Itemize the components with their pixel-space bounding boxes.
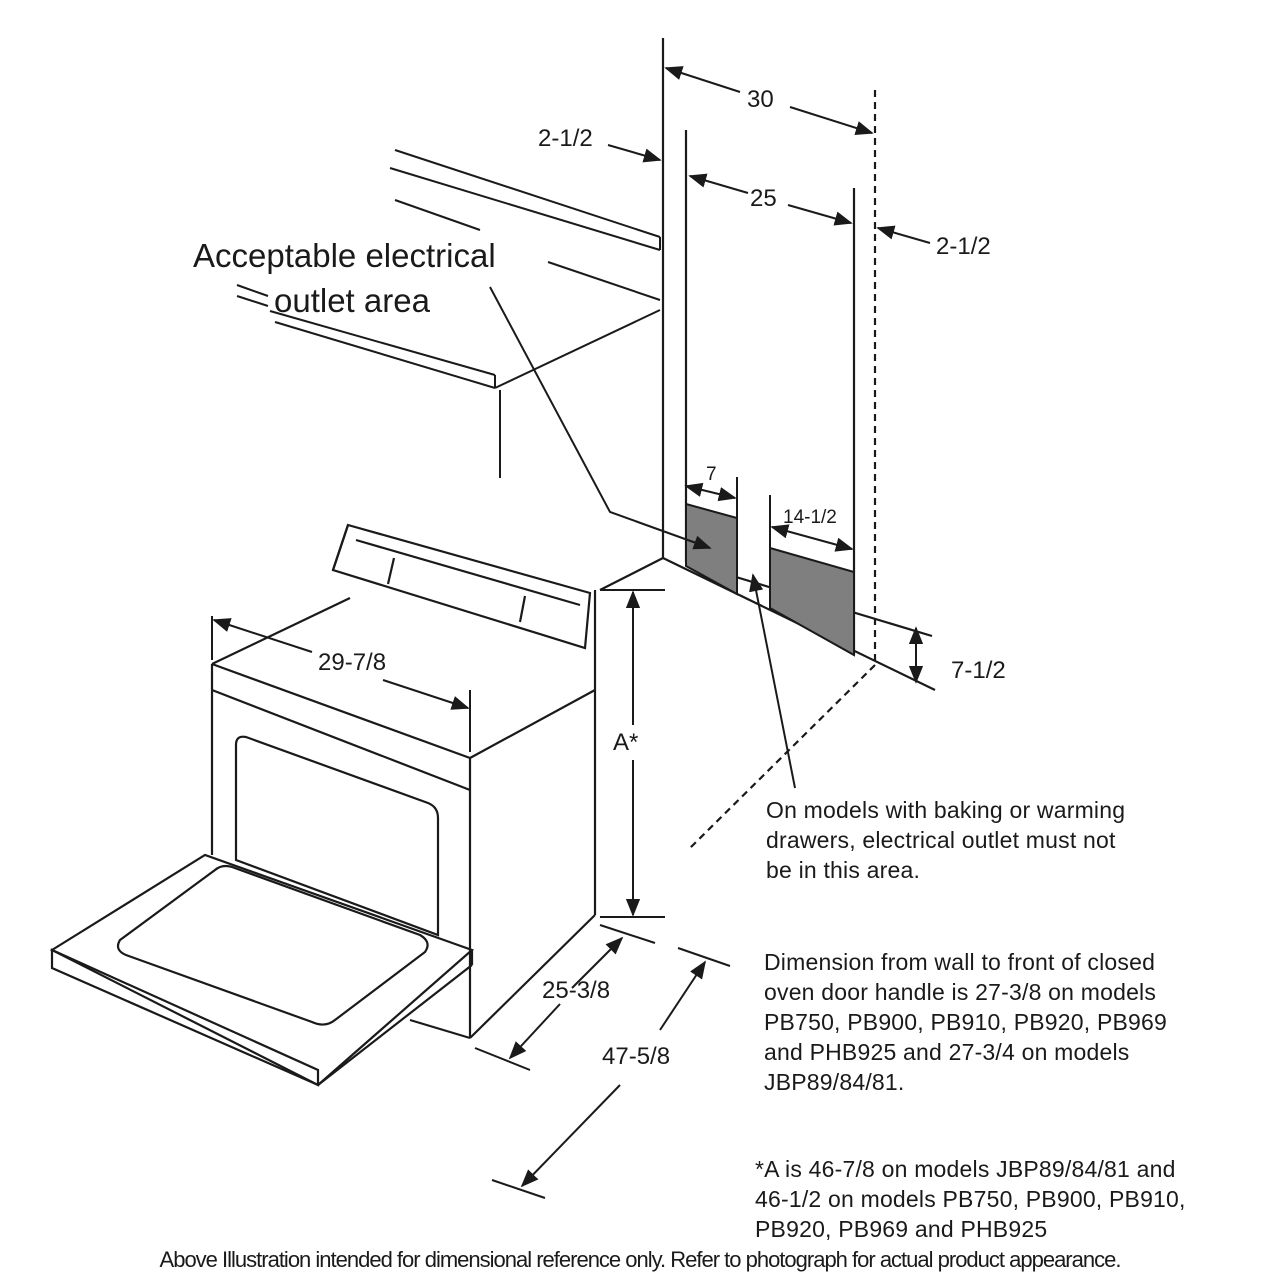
door-note-line: Dimension from wall to front of closed: [764, 949, 1156, 975]
outlet-zone-right: [769, 546, 855, 657]
countertop: [236, 149, 661, 478]
outlet-area-label-line2: outlet area: [274, 282, 431, 319]
dim-side-gap-right: 2-1/2: [936, 233, 991, 260]
door-note-line: oven door handle is 27-3/8 on models: [764, 979, 1157, 1005]
dimension-lines: [211, 66, 931, 1199]
door-note-line: PB750, PB900, PB910, PB920, PB969: [764, 1009, 1168, 1035]
a-note-line: 46-1/2 on models PB750, PB900, PB910,: [755, 1186, 1186, 1212]
dim-center-width: 25: [750, 185, 777, 212]
dim-depth-door-open: 47-5/8: [602, 1043, 670, 1070]
drawer-outlet-note: On models with baking or warming drawers…: [766, 795, 1125, 885]
dim-zone-right-width: 14-1/2: [783, 507, 837, 528]
dim-depth: 25-3/8: [542, 977, 610, 1004]
a-note-line: *A is 46-7/8 on models JBP89/84/81 and: [755, 1156, 1176, 1182]
a-dimension-note: *A is 46-7/8 on models JBP89/84/81 and 4…: [755, 1154, 1186, 1244]
disclaimer-caption: Above Illustration intended for dimensio…: [159, 1247, 1122, 1272]
outlet-zones: [685, 476, 855, 657]
dim-side-gap-left: 2-1/2: [538, 125, 593, 152]
a-note-line: PB920, PB969 and PHB925: [755, 1216, 1048, 1242]
drawer-note-line: be in this area.: [766, 857, 921, 883]
door-note-line: JBP89/84/81.: [764, 1069, 905, 1095]
dim-range-width: 29-7/8: [318, 649, 386, 676]
drawer-note-line: drawers, electrical outlet must not: [766, 827, 1116, 853]
outlet-area-label-line1: Acceptable electrical: [193, 237, 496, 274]
dim-zone-left-width: 7: [706, 464, 717, 485]
drawer-note-line: On models with baking or warming: [766, 797, 1126, 823]
door-note-line: and PHB925 and 27-3/4 on models: [764, 1039, 1130, 1065]
dim-height-a: A*: [613, 729, 638, 756]
wall-structure: [599, 38, 936, 849]
leader-lines: [489, 286, 796, 789]
outlet-zone-left: [685, 502, 738, 596]
range-body: [49, 523, 597, 1087]
dim-overall-width: 30: [747, 86, 774, 113]
door-dimension-note: Dimension from wall to front of closed o…: [764, 947, 1167, 1097]
dim-zone-height: 7-1/2: [951, 657, 1006, 684]
